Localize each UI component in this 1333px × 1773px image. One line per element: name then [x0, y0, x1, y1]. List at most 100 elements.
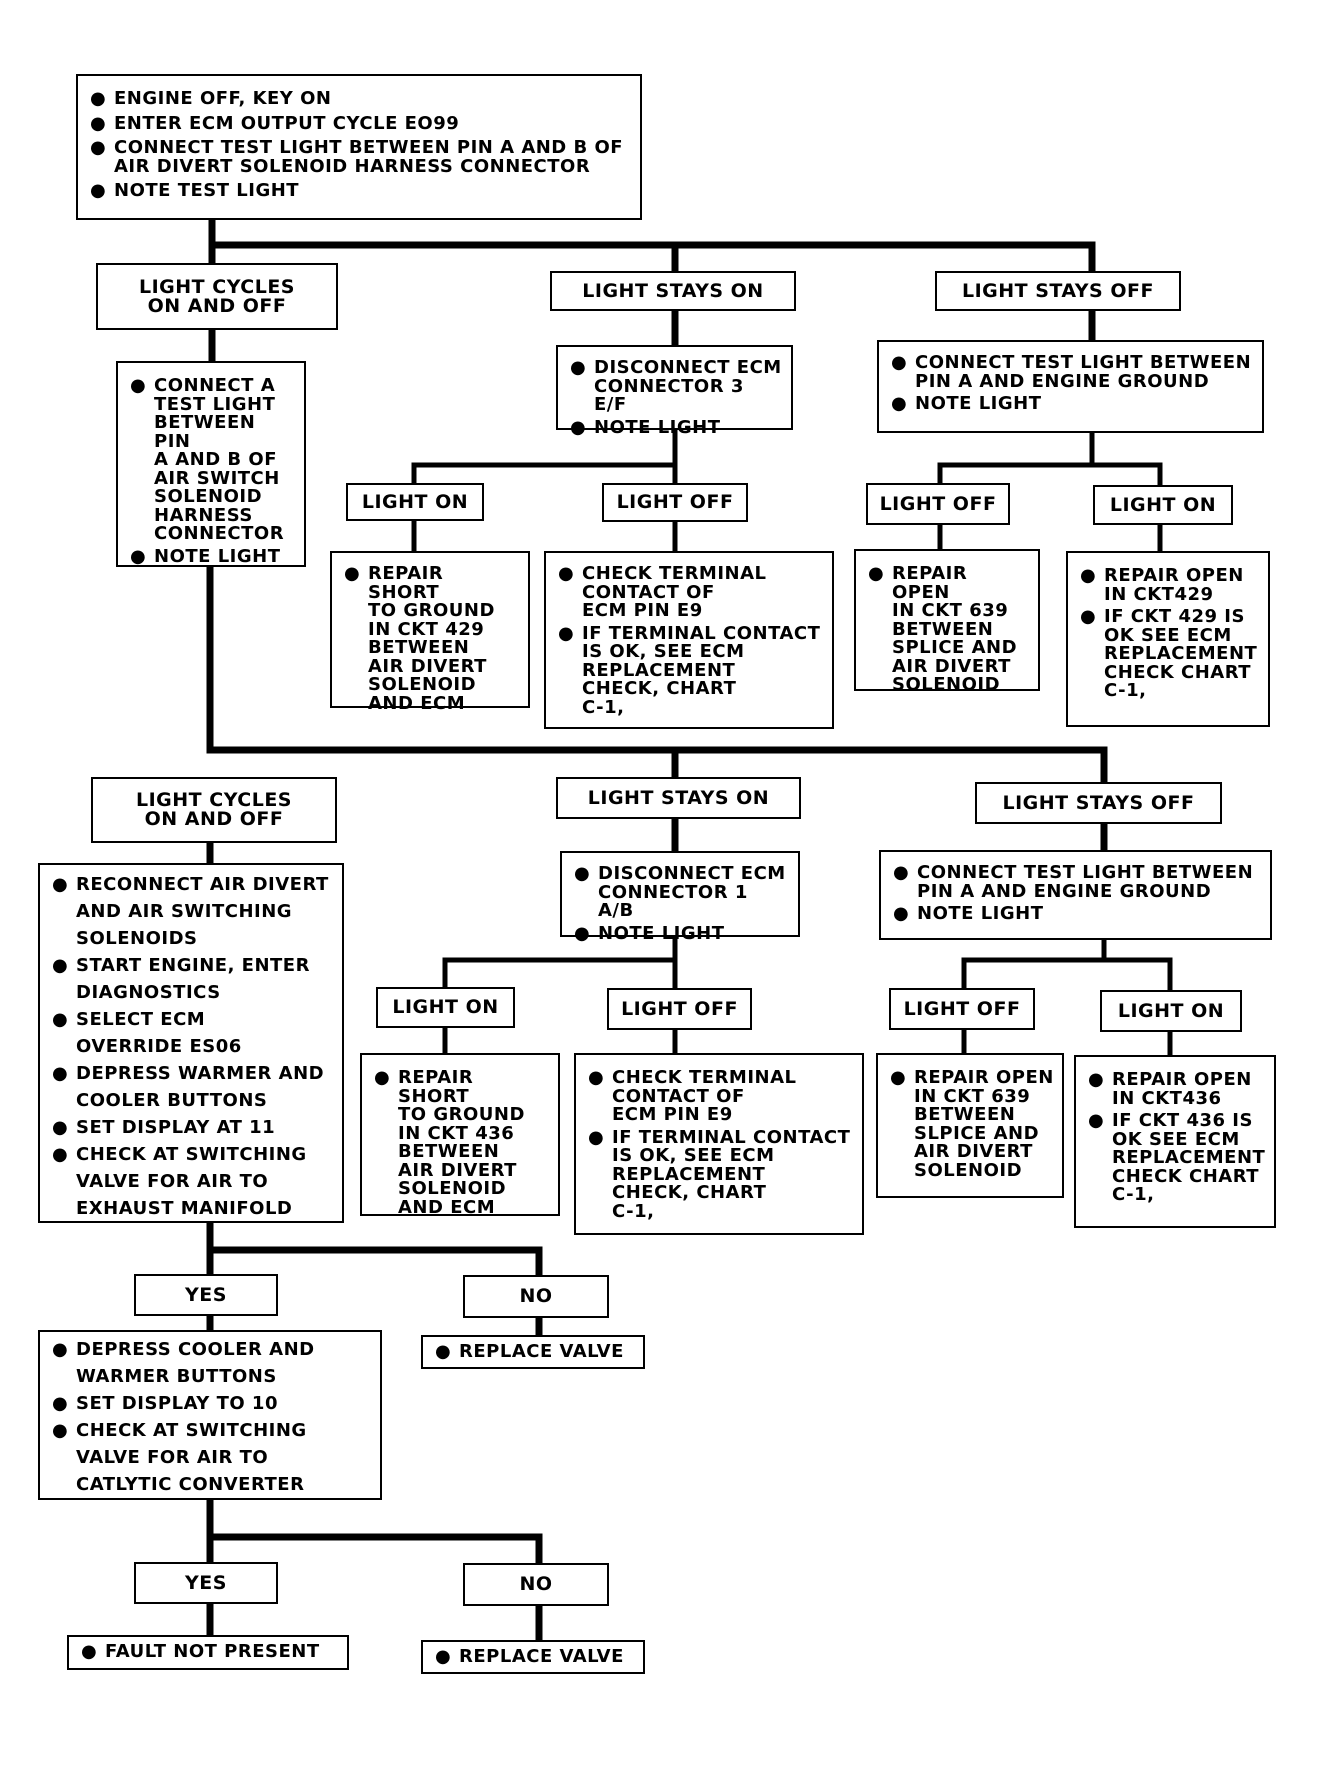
s2-off-light-off-step: REPAIR OPEN IN CKT 639 BETWEEN SLPICE AN…: [890, 1068, 1054, 1180]
connector-stays-on-branch-1: [411, 427, 678, 486]
s1-on-light-off-step: CHECK TERMINAL CONTACT OF ECM PIN E9: [558, 564, 824, 621]
s2-off-light-off-label: LIGHT OFF: [889, 988, 1035, 1030]
connector-stays-off-branch-1: [937, 430, 1163, 488]
s1-off-light-on-step: IF CKT 429 IS OK SEE ECM REPLACEMENT CHE…: [1080, 607, 1260, 701]
s3-no-label: NO: [463, 1275, 609, 1318]
s2-light-cycles-label: LIGHT CYCLES ON AND OFF: [91, 777, 337, 843]
s2-on-light-off-steps-list: CHECK TERMINAL CONTACT OF ECM PIN E9 IF …: [576, 1055, 862, 1227]
s3-no-step: REPLACE VALVE: [435, 1342, 635, 1362]
s4-yes-steps: FAULT NOT PRESENT: [67, 1635, 349, 1670]
s2-cycles-steps-list: RECONNECT AIR DIVERT AND AIR SWITCHING S…: [40, 865, 342, 1228]
s3-yes-step: SET DISPLAY TO 10: [52, 1390, 372, 1417]
s2-off-light-on-steps: REPAIR OPEN IN CKT436 IF CKT 436 IS OK S…: [1074, 1055, 1276, 1228]
s1-off-light-on-steps: REPAIR OPEN IN CKT429 IF CKT 429 IS OK S…: [1066, 551, 1270, 727]
s2-on-light-off-label: LIGHT OFF: [607, 988, 752, 1030]
s3-no-steps-list: REPLACE VALVE: [423, 1337, 643, 1368]
s2-on-light-on-steps: REPAIR SHORT TO GROUND IN CKT 436 BETWEE…: [360, 1053, 560, 1216]
s2-off-light-off-steps-list: REPAIR OPEN IN CKT 639 BETWEEN SLPICE AN…: [878, 1055, 1062, 1186]
s2-stays-off-steps: CONNECT TEST LIGHT BETWEEN PIN A AND ENG…: [879, 850, 1272, 940]
s1-on-light-on-label: LIGHT ON: [346, 483, 484, 521]
s2-off-light-on-steps-list: REPAIR OPEN IN CKT436 IF CKT 436 IS OK S…: [1076, 1057, 1274, 1211]
s1-off-light-off-steps: REPAIR OPEN IN CKT 639 BETWEEN SPLICE AN…: [854, 549, 1040, 694]
s1-on-light-off-steps-list: CHECK TERMINAL CONTACT OF ECM PIN E9 IF …: [546, 553, 832, 723]
s4-no-label: NO: [463, 1563, 609, 1606]
s2-stays-off-step: CONNECT TEST LIGHT BETWEEN PIN A AND ENG…: [893, 863, 1262, 901]
s1-stays-off-step: NOTE LIGHT: [891, 394, 1254, 414]
s4-no-step: REPLACE VALVE: [435, 1647, 635, 1667]
s2-stays-on-steps: DISCONNECT ECM CONNECTOR 1 A/B NOTE LIGH…: [560, 851, 800, 943]
s2-off-light-off-steps: REPAIR OPEN IN CKT 639 BETWEEN SLPICE AN…: [876, 1053, 1064, 1198]
start-step: CONNECT TEST LIGHT BETWEEN PIN A AND B O…: [90, 138, 632, 176]
s1-stays-on-steps: DISCONNECT ECM CONNECTOR 3 E/F NOTE LIGH…: [556, 345, 793, 437]
s1-stays-off-steps-list: CONNECT TEST LIGHT BETWEEN PIN A AND ENG…: [879, 342, 1262, 420]
s2-cycles-step: SET DISPLAY AT 11: [52, 1114, 334, 1141]
start-steps-box: ENGINE OFF, KEY ON ENTER ECM OUTPUT CYCL…: [76, 74, 642, 220]
s2-stays-off-step: NOTE LIGHT: [893, 904, 1262, 924]
s4-no-steps-list: REPLACE VALVE: [423, 1642, 643, 1673]
s2-light-stays-off-label: LIGHT STAYS OFF: [975, 782, 1222, 824]
s4-yes-steps-list: FAULT NOT PRESENT: [69, 1637, 347, 1668]
connector-stays-off-branch-2: [961, 937, 1173, 993]
s2-on-light-off-step: CHECK TERMINAL CONTACT OF ECM PIN E9: [588, 1068, 854, 1125]
s2-light-stays-on-label: LIGHT STAYS ON: [556, 777, 801, 819]
s2-off-light-on-label: LIGHT ON: [1100, 990, 1242, 1032]
s4-no-steps: REPLACE VALVE: [421, 1640, 645, 1674]
s2-on-light-on-label: LIGHT ON: [376, 987, 515, 1028]
s2-off-light-on-step: REPAIR OPEN IN CKT436: [1088, 1070, 1266, 1108]
s1-on-light-off-step: IF TERMINAL CONTACT IS OK, SEE ECM REPLA…: [558, 624, 824, 718]
connector-level1-to-level2: [206, 563, 1108, 786]
s3-yes-step: CHECK AT SWITCHING VALVE FOR AIR TO CATL…: [52, 1417, 372, 1498]
s1-stays-on-step: NOTE LIGHT: [570, 418, 783, 438]
s1-off-light-off-step: REPAIR OPEN IN CKT 639 BETWEEN SPLICE AN…: [868, 564, 1030, 695]
s2-cycles-step: START ENGINE, ENTER DIAGNOSTICS: [52, 952, 334, 1006]
s3-no-steps: REPLACE VALVE: [421, 1335, 645, 1369]
s3-yes-steps: DEPRESS COOLER AND WARMER BUTTONS SET DI…: [38, 1330, 382, 1500]
s1-light-stays-on-label: LIGHT STAYS ON: [550, 271, 796, 311]
s2-light-cycles-steps: RECONNECT AIR DIVERT AND AIR SWITCHING S…: [38, 863, 344, 1223]
s1-stays-on-step: DISCONNECT ECM CONNECTOR 3 E/F: [570, 358, 783, 415]
s2-cycles-step: SELECT ECM OVERRIDE ES06: [52, 1006, 334, 1060]
s1-cycles-steps-list: CONNECT A TEST LIGHT BETWEEN PIN A AND B…: [118, 363, 304, 572]
s1-light-cycles-label: LIGHT CYCLES ON AND OFF: [96, 263, 338, 330]
s3-yes-steps-list: DEPRESS COOLER AND WARMER BUTTONS SET DI…: [40, 1332, 380, 1504]
s4-yes-step: FAULT NOT PRESENT: [81, 1642, 339, 1662]
connector-level2-to-yesno: [206, 1219, 543, 1279]
s1-cycles-step: CONNECT A TEST LIGHT BETWEEN PIN A AND B…: [130, 376, 296, 544]
s1-on-light-on-steps-list: REPAIR SHORT TO GROUND IN CKT 429 BETWEE…: [332, 553, 528, 719]
connector-stays-on-branch-2: [442, 934, 678, 991]
s1-off-light-on-steps-list: REPAIR OPEN IN CKT429 IF CKT 429 IS OK S…: [1068, 553, 1268, 707]
s1-off-light-on-step: REPAIR OPEN IN CKT429: [1080, 566, 1260, 604]
start-steps-list: ENGINE OFF, KEY ON ENTER ECM OUTPUT CYCL…: [78, 76, 640, 207]
s1-stays-on-steps-list: DISCONNECT ECM CONNECTOR 3 E/F NOTE LIGH…: [558, 347, 791, 443]
s1-cycles-step: NOTE LIGHT: [130, 547, 296, 567]
s1-light-cycles-steps: CONNECT A TEST LIGHT BETWEEN PIN A AND B…: [116, 361, 306, 567]
connector-sub-1: [411, 518, 1163, 554]
s2-stays-on-step: NOTE LIGHT: [574, 924, 790, 944]
s2-cycles-step: RECONNECT AIR DIVERT AND AIR SWITCHING S…: [52, 871, 334, 952]
s2-on-light-on-step: REPAIR SHORT TO GROUND IN CKT 436 BETWEE…: [374, 1068, 550, 1217]
s1-on-light-on-steps: REPAIR SHORT TO GROUND IN CKT 429 BETWEE…: [330, 551, 530, 712]
s1-on-light-on-step: REPAIR SHORT TO GROUND IN CKT 429 BETWEE…: [344, 564, 520, 713]
s1-stays-off-step: CONNECT TEST LIGHT BETWEEN PIN A AND ENG…: [891, 353, 1254, 391]
connector-steps-to-final-yesno: [206, 1496, 543, 1567]
s1-on-light-off-steps: CHECK TERMINAL CONTACT OF ECM PIN E9 IF …: [544, 551, 834, 729]
s2-on-light-off-steps: CHECK TERMINAL CONTACT OF ECM PIN E9 IF …: [574, 1053, 864, 1235]
s1-off-light-off-steps-list: REPAIR OPEN IN CKT 639 BETWEEN SPLICE AN…: [856, 551, 1038, 701]
s2-cycles-step: DEPRESS WARMER AND COOLER BUTTONS: [52, 1060, 334, 1114]
s2-on-light-on-steps-list: REPAIR SHORT TO GROUND IN CKT 436 BETWEE…: [362, 1055, 558, 1223]
start-step: ENGINE OFF, KEY ON: [90, 89, 632, 109]
s1-stays-off-steps: CONNECT TEST LIGHT BETWEEN PIN A AND ENG…: [877, 340, 1264, 433]
s1-on-light-off-label: LIGHT OFF: [602, 483, 748, 522]
s2-stays-on-steps-list: DISCONNECT ECM CONNECTOR 1 A/B NOTE LIGH…: [562, 853, 798, 949]
s2-on-light-off-step: IF TERMINAL CONTACT IS OK, SEE ECM REPLA…: [588, 1128, 854, 1222]
s2-stays-off-steps-list: CONNECT TEST LIGHT BETWEEN PIN A AND ENG…: [881, 852, 1270, 930]
s1-light-stays-off-label: LIGHT STAYS OFF: [935, 271, 1181, 311]
s3-yes-label: YES: [134, 1274, 278, 1316]
s2-off-light-on-step: IF CKT 436 IS OK SEE ECM REPLACEMENT CHE…: [1088, 1111, 1266, 1205]
connector-sub-2: [442, 1025, 1173, 1058]
s2-cycles-step: CHECK AT SWITCHING VALVE FOR AIR TO EXHA…: [52, 1141, 334, 1222]
start-step: ENTER ECM OUTPUT CYCLE EO99: [90, 114, 632, 134]
s1-off-light-off-label: LIGHT OFF: [866, 483, 1010, 525]
